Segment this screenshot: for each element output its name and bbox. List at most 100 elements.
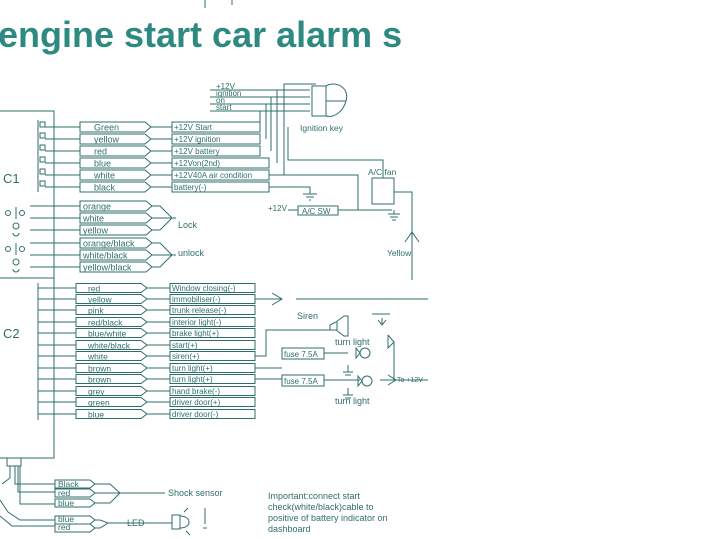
important-note: Important:connect start check(white/blac… <box>268 491 388 534</box>
ignition-switch: +12V ignition on start Ignition key <box>210 82 348 201</box>
c2-tag-white: white <box>87 352 108 362</box>
led-label: LED <box>127 518 145 528</box>
c2-tag-red: red <box>88 284 101 294</box>
unlock-tag-orange-black: orange/black <box>83 239 135 249</box>
c2-tag-blue: blue <box>88 410 104 420</box>
c2-function-immobiliser: immobiliser(-) <box>172 295 221 304</box>
c2-tag-brown-2: brown <box>88 375 111 385</box>
c2-label: C2 <box>3 326 20 341</box>
led-wire-blue: blue <box>58 514 74 524</box>
unlock-tag-yellow-black: yellow/black <box>83 263 132 273</box>
c2-tag-green: green <box>88 398 110 408</box>
c1-function-2nd: +12Von(2nd) <box>174 159 220 168</box>
c1-function-ignition: +12V ignition <box>174 135 220 144</box>
ac-yellow-label: Yellow <box>387 248 412 258</box>
ac-supply-label: +12V <box>268 204 288 213</box>
c1-function-battery: +12V battery <box>174 147 220 156</box>
turn-light-icon-1 <box>355 346 371 360</box>
ignition-terminal-12v: +12V <box>216 82 236 91</box>
c2-function-door-neg: driver door(-) <box>172 410 219 419</box>
c1-tag-blue: blue <box>79 157 152 169</box>
c2-function-window: Window closing(-) <box>172 284 236 293</box>
c1-function-start: +12V Start <box>174 123 213 132</box>
c1-function-ground: battery(-) <box>174 183 207 192</box>
c1-function-labels: +12V Start +12V ignition +12V battery +1… <box>171 121 270 193</box>
wiring-diagram: engine start car alarm s C1 C2 Green yel… <box>0 0 428 536</box>
c1-connecting-lines <box>151 126 172 188</box>
shock-sensor: Black red blue Shock sensor <box>54 479 223 508</box>
c1-tag-yellow: yellow <box>79 133 152 145</box>
c2-output-circuit: Siren turn light turn light fuse 7.5A fu… <box>255 292 428 406</box>
c2-function-door-pos: driver door(+) <box>172 398 221 407</box>
unlock-label: unlock <box>178 248 205 258</box>
turn-light-label-2: turn light <box>335 396 370 406</box>
ac-switch-label: A/C SW <box>302 207 331 216</box>
c2-function-brake: brake light(+) <box>172 329 219 338</box>
turn-light-label-1: turn light <box>335 337 370 347</box>
c1-label: C1 <box>3 171 20 186</box>
c2-tag-pink: pink <box>88 306 104 316</box>
shock-sensor-label: Shock sensor <box>168 488 223 498</box>
note-line-1: Important:connect start <box>268 491 361 501</box>
unlock-wire-tags: orange/black white/black yellow/black un… <box>54 237 205 273</box>
diagram-title: engine start car alarm s <box>0 14 402 55</box>
c2-function-labels: Window closing(-) immobiliser(-) trunk r… <box>169 283 256 419</box>
bottom-harness <box>0 457 55 527</box>
lock-tag-white: white <box>82 214 104 224</box>
relay-contact-icons <box>5 205 54 273</box>
top-cutoff-marks <box>204 0 233 8</box>
fuse-label-1: fuse 7.5A <box>284 350 318 359</box>
c2-function-turn-2: turn light(+) <box>172 375 213 384</box>
shock-wire-red: red <box>58 488 71 498</box>
svg-text:yellow: yellow <box>94 135 120 145</box>
ignition-key-icon <box>311 83 348 117</box>
control-unit-box: C1 C2 <box>0 110 55 459</box>
note-line-4: dashboard <box>268 524 311 534</box>
ignition-key-label: Ignition key <box>300 123 344 133</box>
c2-tag-brown-1: brown <box>88 364 111 374</box>
c1-wire-leads <box>45 126 80 188</box>
c2-tag-yellow: yellow <box>88 295 112 305</box>
c2-function-handbrake: hand brake(-) <box>172 387 220 396</box>
led-wire-red: red <box>58 522 71 532</box>
svg-text:white: white <box>93 171 115 181</box>
svg-text:blue: blue <box>94 159 111 169</box>
c1-function-air: +12V40A air condition <box>174 171 252 180</box>
shock-wire-blue: blue <box>58 498 74 508</box>
ac-circuit: A/C fan +12V A/C SW Yellow <box>268 127 420 280</box>
ignition-terminal-on: on <box>216 96 225 105</box>
c1-tag-red: red <box>79 145 152 157</box>
c2-tag-blue-white: blue/white <box>88 329 127 339</box>
siren-label: Siren <box>297 311 318 321</box>
note-line-2: check(white/black)cable to <box>268 502 374 512</box>
note-line-3: positive of battery indicator on <box>268 513 388 523</box>
lock-label: Lock <box>178 220 198 230</box>
c2-function-trunk: trunk release(-) <box>172 306 227 315</box>
svg-text:Green: Green <box>94 123 119 133</box>
c1-wire-tags: Green yellow red blue white black <box>79 121 152 193</box>
lock-wire-tags: orange white yellow Lock <box>54 200 198 236</box>
c1-tag-green: Green <box>79 121 152 133</box>
c2-wire-leads <box>38 287 76 415</box>
c2-function-turn-1: turn light(+) <box>172 364 213 373</box>
led: blue red LED <box>54 507 207 536</box>
c1-connector-pins <box>39 121 46 187</box>
unlock-tag-white-black: white/black <box>82 251 128 261</box>
shock-wire-black: Black <box>58 479 80 489</box>
led-icon <box>171 507 207 536</box>
siren-icon <box>329 315 349 337</box>
svg-text:black: black <box>94 183 116 193</box>
c2-tag-red-black: red/black <box>88 318 123 328</box>
c2-wire-tags: red yellow pink red/black blue/white whi… <box>75 283 148 420</box>
svg-text:red: red <box>94 147 107 157</box>
c1-tag-black: black <box>79 181 152 193</box>
c2-connecting-lines <box>147 287 170 415</box>
wiring-diagram-svg: engine start car alarm s C1 C2 Green yel… <box>0 0 428 536</box>
turn-light-icon-2 <box>357 374 373 388</box>
to-12v-label: To +12V <box>397 377 423 384</box>
ignition-terminal-ignition: ignition <box>216 89 241 98</box>
fuse-label-2: fuse 7.5A <box>284 377 318 386</box>
lock-tag-orange: orange <box>83 202 111 212</box>
ac-fan-label: A/C fan <box>368 167 397 177</box>
c1-tag-white: white <box>79 169 152 181</box>
